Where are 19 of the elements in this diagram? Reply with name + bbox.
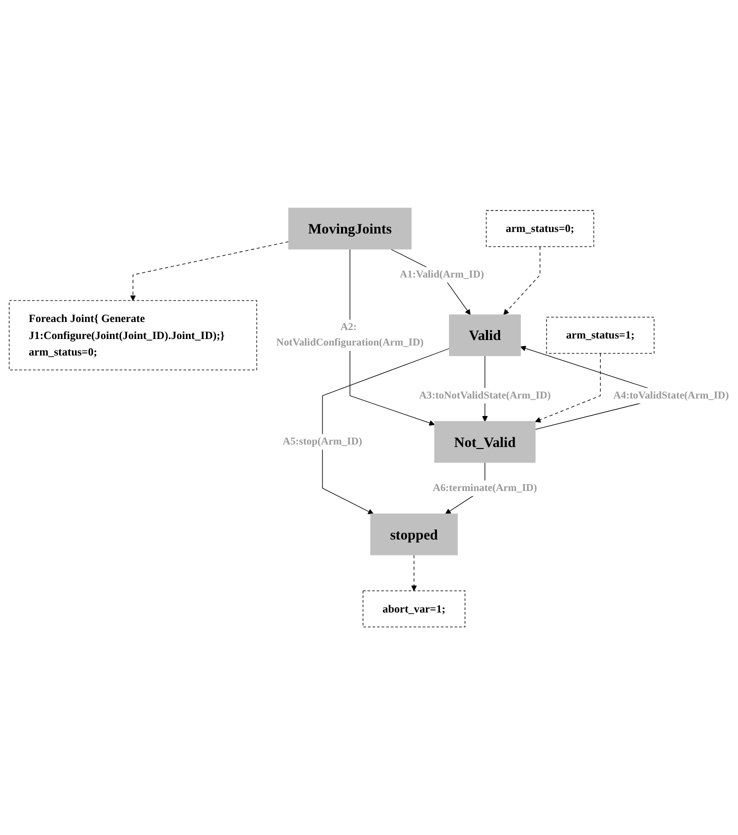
node-box: MovingJoints xyxy=(288,208,412,250)
edge-label: A3:toNotValidState(Arm_ID) xyxy=(419,390,551,401)
arrow xyxy=(503,246,540,315)
arrow xyxy=(411,554,417,592)
edge-label: A5:stop(Arm_ID) xyxy=(282,436,362,448)
node-box: Not_Valid xyxy=(434,421,536,463)
node-box: arm_status=0; xyxy=(486,210,594,247)
edge-label: A1:Valid(Arm_ID) xyxy=(400,268,484,280)
node-box: arm_status=1; xyxy=(546,316,654,354)
edge-label: A2: NotValidConfiguration(Arm_ID) xyxy=(276,322,424,348)
arrow xyxy=(535,353,601,422)
node-box: Valid xyxy=(448,314,521,356)
edge-label: A4:toValidState(Arm_ID) xyxy=(613,390,729,401)
arrow xyxy=(130,241,289,301)
edge-label: A6:terminate(Arm_ID) xyxy=(432,482,538,494)
node-box: abort_var=1; xyxy=(362,590,466,628)
node-box: stopped xyxy=(370,514,458,556)
node-box: Foreach Joint{ Generate J1:Configure(Joint(Joint_ID).Joint_ID);} arm_status=0; xyxy=(8,300,258,370)
arrow xyxy=(322,348,450,514)
